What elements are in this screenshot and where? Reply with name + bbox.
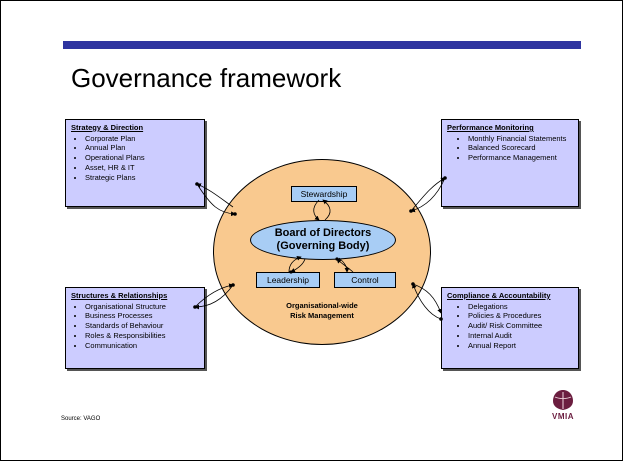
connector-dot bbox=[233, 212, 237, 216]
leadership-arrow bbox=[290, 258, 306, 273]
connector-dot bbox=[443, 176, 447, 180]
list-item: Corporate Plan bbox=[85, 134, 204, 144]
title-bar bbox=[63, 41, 581, 49]
connector-dot bbox=[195, 182, 199, 186]
list-item: Strategic Plans bbox=[85, 173, 204, 183]
list-item: Organisational Structure bbox=[85, 302, 204, 312]
structures-relationships-heading: Structures & Relationships bbox=[71, 291, 168, 300]
list-item: Asset, HR & IT bbox=[85, 163, 204, 173]
connector-dot bbox=[335, 257, 339, 261]
connector-dot bbox=[231, 283, 235, 287]
risk-line-2: Risk Management bbox=[290, 311, 354, 320]
list-item: Operational Plans bbox=[85, 153, 204, 163]
list-item: Policies & Procedures bbox=[468, 311, 578, 321]
leadership-box: Leadership bbox=[256, 272, 320, 288]
vmia-logo: VMIA bbox=[546, 388, 580, 422]
list-item: Delegations bbox=[468, 302, 578, 312]
connector-dot bbox=[193, 305, 197, 309]
list-item: Annual Plan bbox=[85, 143, 204, 153]
performance-arrow bbox=[410, 177, 446, 213]
structures-arrow bbox=[194, 283, 234, 308]
performance-monitoring-box: Performance Monitoring Monthly Financial… bbox=[441, 119, 579, 207]
board-subtitle: (Governing Body) bbox=[276, 240, 370, 252]
structures-relationships-list: Organisational Structure Business Proces… bbox=[66, 302, 204, 351]
connector-dot bbox=[409, 209, 413, 213]
compliance-accountability-list: Delegations Policies & Procedures Audit/… bbox=[442, 302, 578, 351]
risk-line-1: Organisational-wide bbox=[286, 301, 358, 310]
control-arrow bbox=[336, 258, 354, 273]
compliance-arrow bbox=[412, 283, 442, 320]
strategy-arrow bbox=[196, 183, 236, 217]
connector-dot bbox=[411, 282, 415, 286]
slide-title: Governance framework bbox=[71, 63, 342, 93]
compliance-accountability-heading: Compliance & Accountability bbox=[447, 291, 551, 300]
source-note: Source: VAGO bbox=[61, 416, 101, 422]
performance-arrow bbox=[410, 177, 446, 212]
leadership-arrow bbox=[288, 255, 302, 273]
list-item: Communication bbox=[85, 341, 204, 351]
performance-monitoring-heading: Performance Monitoring bbox=[447, 123, 534, 132]
list-item: Balanced Scorecard bbox=[468, 143, 574, 153]
stewardship-arrow bbox=[313, 199, 320, 221]
performance-monitoring-list: Monthly Financial Statements Balanced Sc… bbox=[442, 134, 578, 163]
strategy-arrow bbox=[196, 183, 234, 208]
list-item: Business Processes bbox=[85, 311, 204, 321]
list-item: Annual Report bbox=[468, 341, 578, 351]
list-item: Internal Audit bbox=[468, 331, 578, 341]
board-title: Board of Directors bbox=[274, 227, 372, 239]
board-of-directors-ellipse: Board of Directors (Governing Body) bbox=[250, 220, 396, 260]
connector-dot bbox=[439, 317, 443, 321]
control-box: Control bbox=[334, 272, 396, 288]
connector-dot bbox=[289, 270, 293, 274]
vmia-logo-icon bbox=[553, 390, 573, 410]
strategy-direction-box: Strategy & Direction Corporate Plan Annu… bbox=[65, 119, 205, 207]
control-arrow bbox=[338, 257, 350, 273]
list-item: Audit/ Risk Committee bbox=[468, 321, 578, 331]
stewardship-arrow bbox=[322, 199, 331, 221]
compliance-accountability-box: Compliance & Accountability Delegations … bbox=[441, 287, 579, 369]
list-item: Performance Management bbox=[468, 153, 574, 163]
list-item: Monthly Financial Statements bbox=[468, 134, 574, 144]
structures-relationships-box: Structures & Relationships Organisationa… bbox=[65, 287, 205, 369]
strategy-direction-list: Corporate Plan Annual Plan Operational P… bbox=[66, 134, 204, 183]
list-item: Roles & Responsibilities bbox=[85, 331, 204, 341]
structures-arrow bbox=[194, 284, 234, 310]
risk-management-label: Organisational-wide Risk Management bbox=[263, 301, 381, 321]
list-item: Standards of Behaviour bbox=[85, 321, 204, 331]
vmia-logo-text: VMIA bbox=[552, 412, 574, 421]
strategy-direction-heading: Strategy & Direction bbox=[71, 123, 144, 132]
